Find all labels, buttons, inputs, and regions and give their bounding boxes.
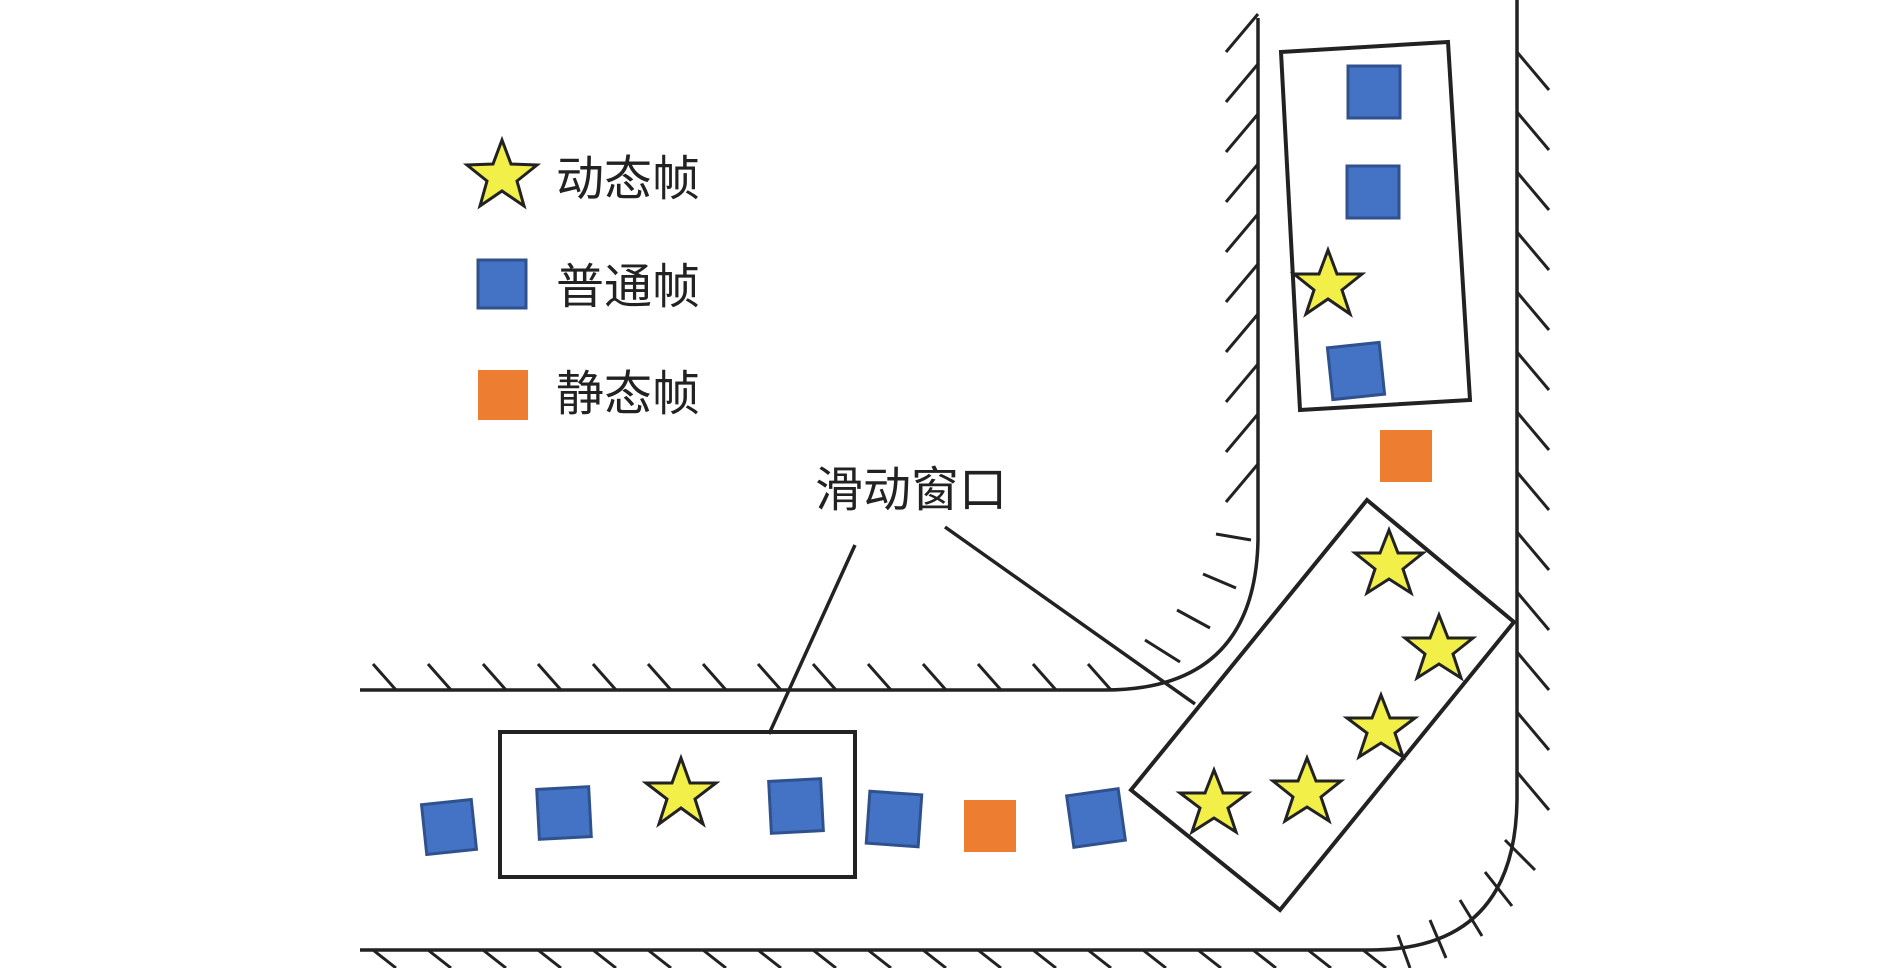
normal-frame: [1064, 786, 1128, 850]
normal-frame: [535, 785, 593, 841]
sliding-windows: [498, 39, 1517, 913]
static-frame: [964, 800, 1016, 852]
sliding-window-vertical: [1278, 39, 1473, 413]
legend: 动态帧 普通帧 静态帧: [462, 135, 700, 422]
road-lower-outer-boundary: [360, 0, 1519, 952]
legend-label-normal-frame: 普通帧: [556, 259, 700, 315]
legend-label-static-frame: 静态帧: [556, 366, 700, 422]
static-frame: [1380, 430, 1432, 482]
sliding-window-callout: 滑动窗口: [767, 462, 1197, 735]
dynamic-frame-star-icon: [1350, 525, 1428, 597]
dynamic-frame-star-icon: [1342, 690, 1420, 761]
dynamic-frame-star-icon: [1175, 765, 1253, 836]
normal-frame: [419, 797, 479, 857]
normal-frame: [767, 777, 825, 835]
frames: [419, 64, 1478, 857]
dynamic-frame-star-icon: [1289, 245, 1367, 318]
dynamic-frame-star-icon: [1268, 753, 1346, 825]
dynamic-frame-star-icon: [641, 753, 721, 828]
road-hatching: [371, 13, 1551, 968]
legend-label-dynamic-frame: 动态帧: [556, 151, 700, 207]
road-upper-inner-boundary: [360, 18, 1260, 692]
normal-frame: [1325, 340, 1387, 402]
normal-frame: [1345, 164, 1401, 220]
callout-leader-left: [767, 544, 857, 735]
normal-frame: [1346, 64, 1402, 120]
legend-normal-square-icon: [476, 258, 528, 310]
sliding-window-corner: [1128, 497, 1517, 913]
legend-dynamic-star-icon: [462, 135, 542, 210]
road: [360, 0, 1519, 952]
dynamic-frame-star-icon: [1400, 610, 1478, 682]
callout-leader-right: [943, 525, 1197, 706]
callout-label-sliding-window: 滑动窗口: [815, 462, 1007, 518]
normal-frame: [864, 789, 924, 849]
sliding-window-horizontal: [498, 730, 857, 879]
legend-static-square-icon: [478, 370, 528, 420]
